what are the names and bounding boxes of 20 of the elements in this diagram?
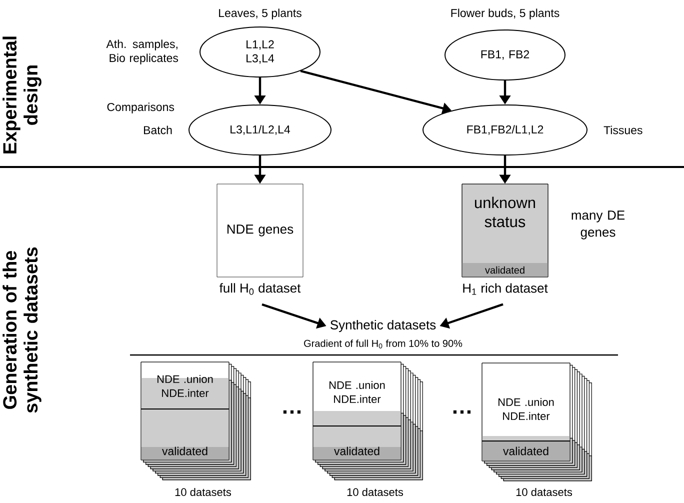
group-heading: Leaves, 5 plants — [219, 8, 302, 20]
row-label: Ath. samples, Bio replicates — [106, 40, 178, 64]
row-label: Tissues — [604, 126, 642, 134]
stack-caption: 10 datasets — [175, 488, 232, 496]
side-note: many DE genes — [572, 210, 625, 240]
dataset-caption: full H$_{0}$ dataset — [219, 283, 301, 295]
ellipsis-dots: … — [283, 410, 301, 414]
group-heading: Flower buds, 5 plants — [451, 8, 560, 20]
side-heading: Generation of the synthetic datasets — [2, 247, 42, 413]
row-label: Batch — [144, 126, 172, 134]
stack-caption: 10 datasets — [516, 488, 572, 496]
side-heading: Experimental design — [2, 36, 42, 154]
dataset-caption: H$_{1}$ rich dataset — [463, 283, 548, 295]
group-heading: Synthetic datasets — [330, 320, 436, 332]
range-note: Gradient of full H$_{0}$ from 10% to 90% — [304, 340, 462, 348]
stack-caption: 10 datasets — [347, 488, 404, 496]
ellipsis-dots: … — [453, 410, 471, 414]
band-label: validated — [485, 266, 524, 274]
gene-box: NDE genes — [216, 184, 304, 278]
row-label: Comparisons — [107, 102, 174, 114]
